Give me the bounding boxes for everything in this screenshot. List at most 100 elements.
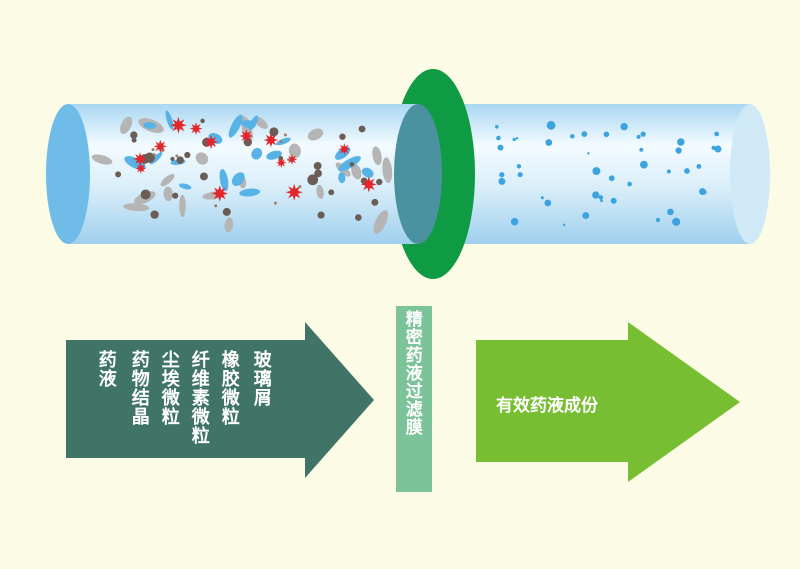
label-drug-crystal: 药物结晶: [128, 350, 150, 426]
clean-droplet: [714, 131, 719, 137]
clean-droplet: [639, 147, 644, 152]
clean-droplet: [672, 217, 681, 226]
clean-droplet: [581, 131, 588, 137]
glass-chip: [283, 133, 287, 137]
fiber-particle: [239, 188, 261, 197]
dust-particle: [115, 171, 122, 178]
dust-particle: [314, 169, 322, 178]
clean-droplets-group: [495, 121, 722, 227]
rubber-particle: [163, 186, 173, 202]
rubber-particle: [351, 164, 362, 180]
dust-particle: [339, 133, 346, 140]
clean-droplet: [667, 208, 674, 216]
dust-particle: [269, 127, 279, 137]
pipe-end-cap: [394, 104, 442, 244]
fiber-particle: [266, 150, 282, 160]
clean-droplet: [592, 167, 601, 176]
fiber-particle: [276, 137, 291, 146]
rubber-particle: [307, 128, 324, 141]
crystal-particle: [338, 143, 351, 156]
clean-droplet: [510, 217, 519, 226]
dust-particle: [328, 189, 335, 196]
rubber-particle: [179, 194, 186, 218]
label-rubber-particles: 橡胶微粒: [218, 350, 240, 426]
rubber-particle: [316, 184, 324, 199]
clean-droplet: [515, 137, 519, 140]
clean-droplet: [498, 177, 506, 185]
crystal-particle: [204, 134, 219, 150]
fiber-particle: [178, 183, 192, 190]
clean-droplet: [497, 144, 504, 151]
clean-droplet: [496, 135, 501, 141]
fiber-particle: [248, 115, 259, 131]
label-liquid: 药液: [95, 350, 117, 388]
clean-droplet: [640, 160, 648, 169]
clean-droplet: [655, 217, 661, 223]
effective-arrow: [476, 322, 740, 482]
dust-particle: [150, 210, 159, 219]
clean-droplet: [684, 168, 690, 174]
particles-group: [91, 110, 393, 234]
label-glass-chips: 玻璃屑: [250, 350, 272, 407]
fiber-particle: [338, 172, 346, 184]
dust-particle: [144, 152, 155, 163]
crystal-particle: [286, 154, 298, 165]
filter-label-box: [396, 306, 432, 492]
rubber-particle: [224, 217, 234, 233]
dust-particle: [376, 178, 383, 186]
clean-droplet: [516, 164, 522, 169]
crystal-particle: [239, 129, 254, 143]
clean-droplet: [499, 172, 505, 178]
rubber-particle: [288, 143, 301, 159]
dust-particle: [172, 192, 179, 199]
clean-droplet: [545, 139, 553, 146]
glass-chip: [298, 185, 302, 189]
clean-droplet: [666, 169, 671, 174]
dust-particle: [184, 151, 191, 159]
clean-droplet: [610, 197, 617, 204]
fiber-particle: [338, 156, 361, 172]
filter-label: 精密药液过滤膜: [401, 310, 422, 436]
glass-chip: [287, 158, 291, 162]
clean-droplet: [495, 125, 499, 129]
clean-droplet: [627, 181, 632, 187]
clean-droplet: [587, 152, 590, 155]
dust-particle: [222, 207, 231, 216]
clean-droplet: [714, 145, 722, 153]
clean-droplet: [603, 131, 610, 138]
crystal-particle: [135, 163, 147, 174]
rubber-particle: [195, 152, 209, 165]
clean-droplet: [592, 191, 600, 199]
fiber-particle: [231, 172, 245, 186]
glass-chip: [273, 201, 277, 205]
clean-droplet: [540, 196, 544, 200]
rubber-particle: [372, 146, 382, 166]
rubber-particle: [160, 173, 175, 187]
clean-droplet: [677, 138, 685, 146]
glass-chip: [152, 153, 156, 157]
effective-ingredient-label: 有效药液成份: [496, 396, 598, 416]
dust-particle: [140, 189, 151, 200]
dust-particle: [371, 198, 379, 206]
clean-droplet: [675, 147, 682, 154]
glass-chip: [175, 154, 179, 158]
clean-droplet: [600, 199, 603, 203]
crystal-particle: [211, 185, 228, 202]
clean-pipe: [430, 104, 770, 244]
rubber-particle: [373, 210, 389, 234]
clean-droplet: [546, 121, 556, 130]
clean-droplet: [582, 212, 590, 220]
rubber-particle: [123, 203, 150, 212]
clean-droplet: [696, 163, 702, 169]
dust-particle: [199, 172, 208, 181]
dust-particle: [130, 131, 138, 139]
rubber-particle: [382, 157, 393, 184]
clean-droplet: [636, 134, 641, 139]
fiber-particle: [143, 122, 157, 129]
dust-particle: [349, 162, 355, 167]
clean-droplet: [544, 199, 552, 207]
glass-chip: [151, 148, 155, 152]
glass-chip: [160, 149, 164, 153]
clean-droplet: [570, 134, 575, 139]
clean-droplet: [608, 175, 615, 182]
